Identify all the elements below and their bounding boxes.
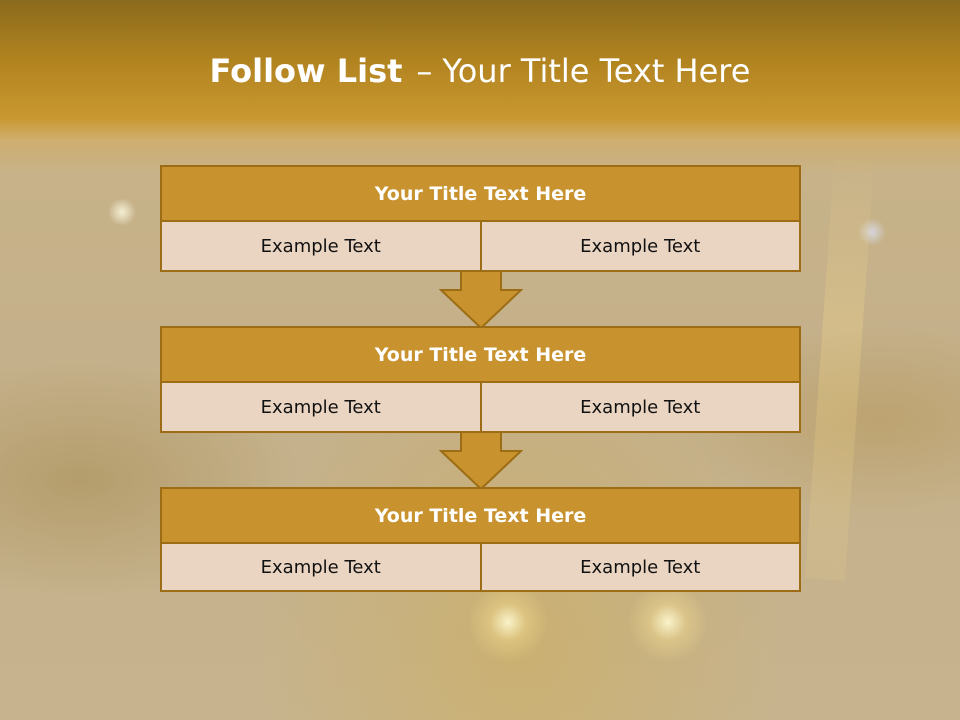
step-2-left-cell: Example Text — [160, 383, 482, 433]
slide-title: Follow List–Your Title Text Here — [0, 52, 960, 90]
step-3-row: Example Text Example Text — [160, 544, 801, 592]
step-2-row: Example Text Example Text — [160, 383, 801, 433]
step-block-3: Your Title Text Here Example Text Exampl… — [160, 487, 801, 592]
step-block-1: Your Title Text Here Example Text Exampl… — [160, 165, 801, 272]
down-arrow-1-icon — [439, 270, 523, 330]
step-3-left-cell: Example Text — [160, 544, 482, 592]
slide-title-rest: Your Title Text Here — [442, 52, 751, 90]
step-1-left-cell: Example Text — [160, 222, 482, 272]
step-block-2: Your Title Text Here Example Text Exampl… — [160, 326, 801, 433]
slide-title-bold: Follow List — [209, 52, 403, 90]
step-2-title: Your Title Text Here — [160, 326, 801, 383]
step-1-right-cell: Example Text — [481, 222, 801, 272]
step-1-title: Your Title Text Here — [160, 165, 801, 222]
slide-title-separator: – — [416, 52, 433, 90]
step-3-title: Your Title Text Here — [160, 487, 801, 544]
step-2-right-cell: Example Text — [481, 383, 801, 433]
down-arrow-2-icon — [439, 431, 523, 491]
step-3-right-cell: Example Text — [481, 544, 801, 592]
step-1-row: Example Text Example Text — [160, 222, 801, 272]
